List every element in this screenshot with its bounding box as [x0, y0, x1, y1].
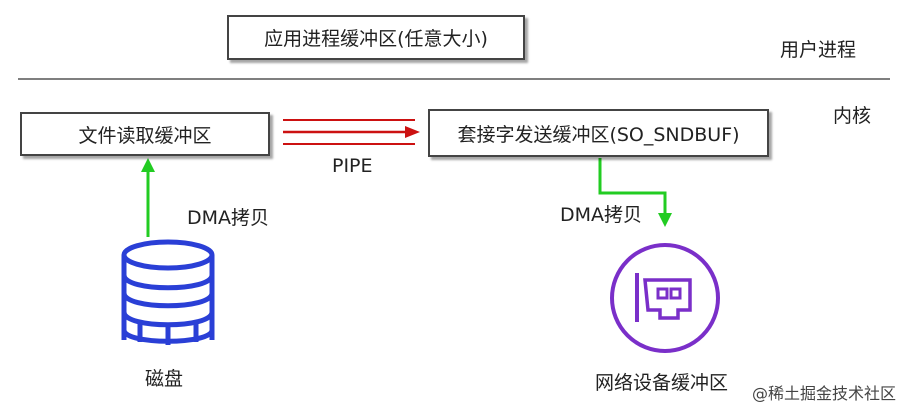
kernel-label: 内核	[833, 105, 872, 127]
network-card-icon	[610, 243, 720, 353]
user-buffer-box: 应用进程缓冲区(任意大小)	[227, 15, 525, 60]
nic-label: 网络设备缓冲区	[595, 372, 729, 394]
file-buffer-box: 文件读取缓冲区	[20, 112, 270, 156]
watermark: @稀土掘金技术社区	[752, 384, 897, 403]
dma-label-left: DMA拷贝	[187, 207, 270, 229]
dma-arrow-disk-to-file	[141, 158, 155, 237]
file-buffer-label: 文件读取缓冲区	[78, 124, 212, 147]
socket-buffer-box: 套接字发送缓冲区(SO_SNDBUF)	[428, 109, 769, 157]
database-icon	[121, 239, 215, 345]
disk-label: 磁盘	[145, 368, 184, 390]
user-buffer-label: 应用进程缓冲区(任意大小)	[264, 28, 488, 50]
dma-arrow-socket-to-nic	[598, 158, 672, 227]
pipe-label: PIPE	[332, 155, 373, 177]
socket-buffer-label: 套接字发送缓冲区(SO_SNDBUF)	[457, 123, 740, 146]
pipe-arrow	[283, 119, 420, 145]
dma-label-right: DMA拷贝	[560, 204, 643, 226]
user-process-label: 用户进程	[780, 39, 857, 61]
